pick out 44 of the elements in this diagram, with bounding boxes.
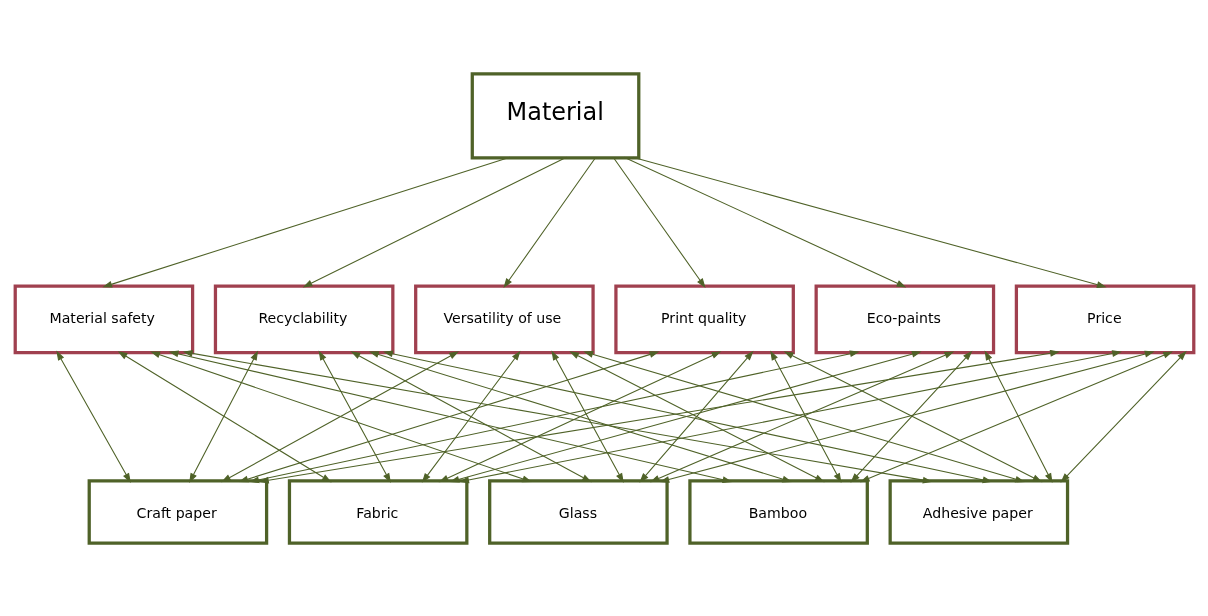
arrow — [649, 350, 954, 482]
arrow — [248, 349, 860, 483]
arrow — [55, 350, 131, 483]
arrow — [368, 350, 792, 482]
arrow — [638, 350, 754, 483]
node-box: Recyclability — [213, 284, 394, 354]
arrow — [659, 350, 1155, 483]
arrow — [568, 350, 825, 482]
arrow — [168, 350, 732, 483]
arrow — [612, 156, 706, 288]
arrow — [101, 156, 510, 288]
arrow — [769, 350, 841, 483]
arrow — [188, 350, 258, 483]
arrow — [182, 349, 933, 484]
arrow — [582, 350, 1025, 482]
arrow — [117, 350, 332, 482]
arrow — [849, 350, 972, 483]
node-box: Material safety — [13, 284, 194, 354]
arrow — [382, 349, 992, 483]
arrow — [859, 350, 1173, 482]
arrow — [550, 350, 624, 483]
arrow — [350, 350, 592, 482]
arrow — [149, 350, 532, 482]
node-box: Bamboo — [687, 478, 869, 545]
arrow — [502, 156, 596, 288]
arrow — [783, 350, 1042, 482]
node-box: Material — [470, 71, 640, 159]
arrow — [438, 350, 721, 482]
arrow — [1059, 350, 1187, 483]
arrow — [258, 349, 1060, 484]
arrow — [237, 350, 659, 482]
node-box: Glass — [487, 478, 669, 545]
arrow — [984, 350, 1052, 483]
node-box: Print quality — [613, 284, 795, 354]
node-box: Price — [1014, 284, 1195, 354]
arrow — [421, 350, 521, 483]
arrow — [448, 350, 922, 483]
arrow — [623, 156, 906, 287]
arrow — [220, 350, 459, 482]
arrow — [458, 349, 1122, 483]
arrow — [318, 350, 391, 483]
node-box: Eco-paints — [814, 284, 995, 354]
node-box: Versatility of use — [413, 284, 595, 354]
arrow — [302, 156, 567, 287]
